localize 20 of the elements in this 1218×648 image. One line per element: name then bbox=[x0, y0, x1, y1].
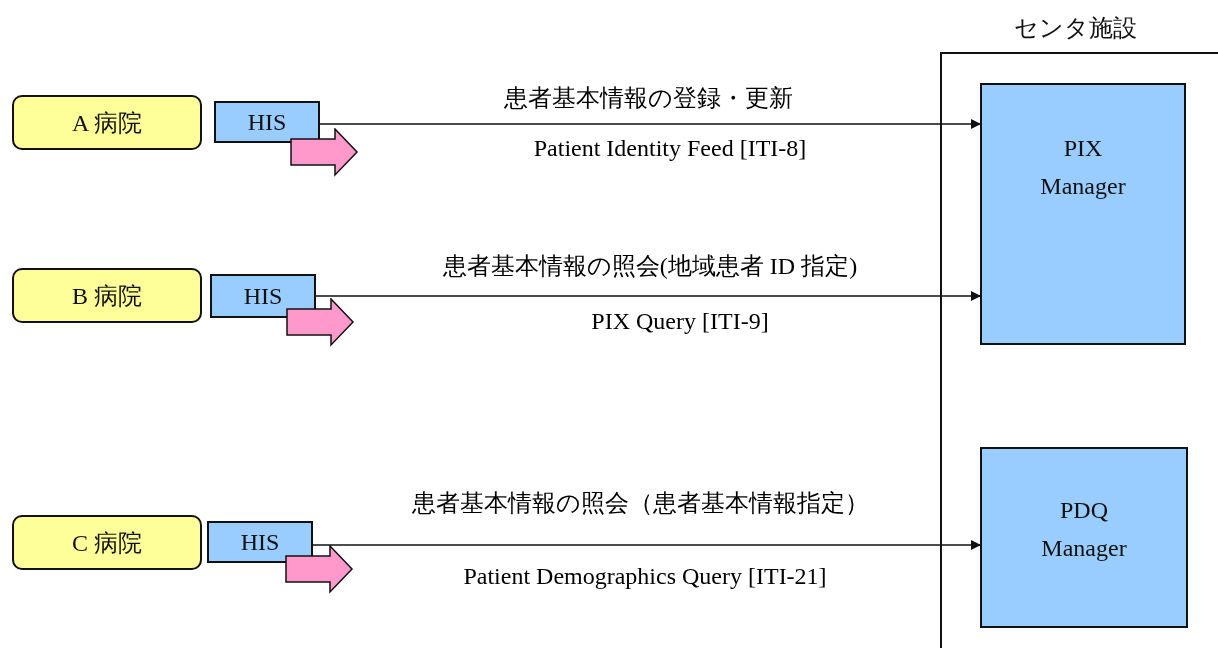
box-label: HIS bbox=[240, 528, 280, 556]
hospital-box bbox=[12, 95, 202, 150]
manager-box bbox=[980, 83, 1186, 345]
hospital-box bbox=[12, 515, 202, 570]
manager-box bbox=[980, 447, 1188, 628]
box-label: A 病院 bbox=[72, 108, 142, 138]
box-label: B 病院 bbox=[72, 281, 142, 311]
system-box bbox=[210, 274, 316, 318]
box-label: PIX Manager bbox=[1039, 134, 1127, 201]
box-label: HIS bbox=[243, 282, 283, 310]
hospital-box bbox=[12, 268, 202, 323]
system-box bbox=[207, 521, 313, 563]
box-label: PDQ Manager bbox=[1040, 496, 1128, 563]
arrow bbox=[312, 540, 981, 550]
arrow bbox=[315, 291, 981, 301]
box-label: C 病院 bbox=[72, 528, 142, 558]
arrow bbox=[319, 119, 981, 129]
system-box bbox=[214, 101, 320, 143]
box-label: HIS bbox=[247, 108, 287, 136]
facility-heading: センタ施設 bbox=[1012, 14, 1138, 43]
